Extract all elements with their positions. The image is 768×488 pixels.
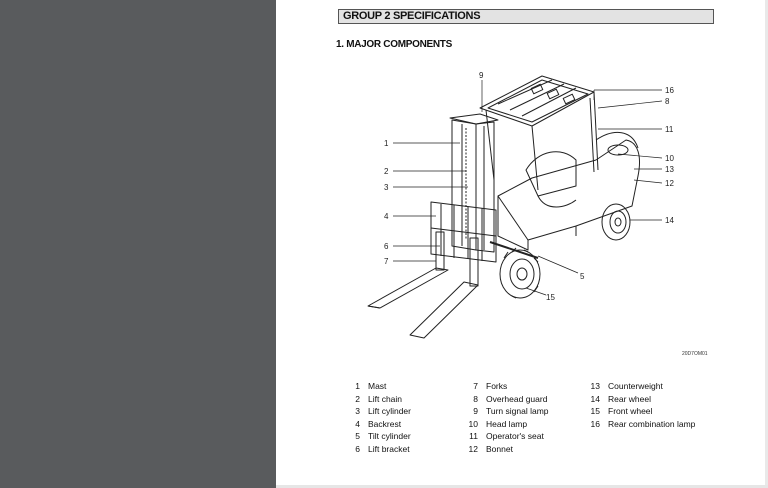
callout-9: 9 [479, 71, 484, 80]
forklift-diagram: 1 2 3 4 6 7 9 16 8 11 10 13 12 14 5 15 [367, 71, 674, 339]
section-title: 1. MAJOR COMPONENTS [336, 39, 452, 50]
callout-8: 8 [665, 97, 670, 106]
rear-wheel-drawing [601, 203, 631, 241]
callout-3: 3 [384, 183, 389, 192]
callout-6: 6 [384, 242, 389, 251]
callout-14: 14 [665, 216, 674, 225]
group-title: GROUP 2 SPECIFICATIONS [338, 9, 714, 24]
figure-code: 20D7OM01 [682, 351, 708, 357]
callout-11: 11 [665, 125, 674, 134]
callout-12: 12 [665, 179, 674, 188]
forks-drawing [367, 231, 479, 339]
backrest-drawing [430, 201, 497, 263]
viewer-right-edge [765, 0, 768, 488]
callout-16: 16 [665, 86, 674, 95]
viewer-side-panel [0, 0, 276, 488]
truck-body-drawing [497, 132, 640, 251]
overhead-guard-drawing [479, 75, 599, 191]
callout-10: 10 [665, 154, 674, 163]
callout-5: 5 [580, 272, 585, 281]
callout-15: 15 [546, 293, 555, 302]
viewer-bottom-edge [276, 485, 768, 488]
callout-2: 2 [384, 167, 389, 176]
callout-7: 7 [384, 257, 389, 266]
mast-drawing [449, 113, 499, 253]
document-page: GROUP 2 SPECIFICATIONS 1. MAJOR COMPONEN… [276, 0, 768, 488]
callout-4: 4 [384, 212, 389, 221]
callout-13: 13 [665, 165, 674, 174]
callout-1: 1 [384, 139, 389, 148]
